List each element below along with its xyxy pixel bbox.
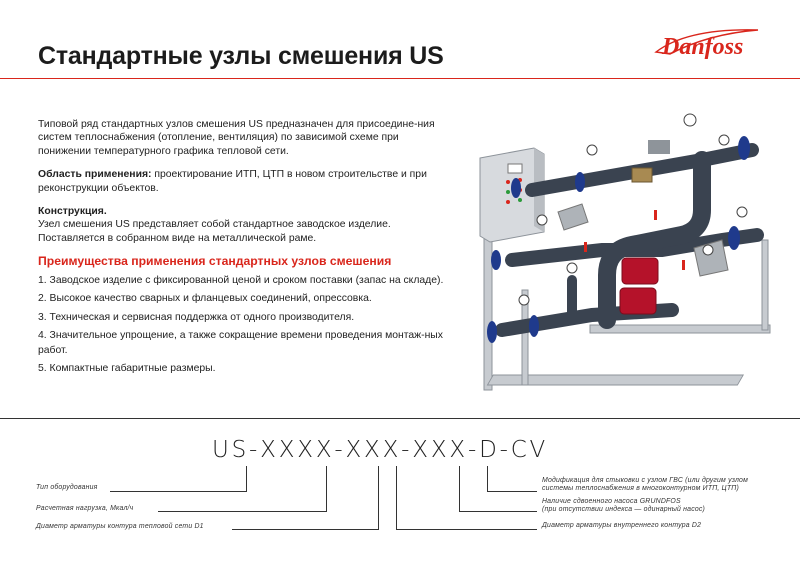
code-segment: CV [510, 437, 549, 463]
code-separator: - [499, 437, 511, 463]
label-equipment-type: Тип оборудования [36, 484, 98, 491]
application-label: Область применения: [38, 169, 152, 181]
leader-design-load [158, 466, 327, 512]
code-separator: - [334, 437, 346, 463]
description-block: Типовой ряд стандартных узлов смешения U… [38, 118, 448, 381]
header-divider [0, 78, 800, 79]
control-cabinet [479, 147, 545, 243]
label-modification-line2: системы теплоснабжения в многоконтурном … [542, 485, 739, 492]
danfoss-logo: Danfoss [654, 29, 759, 60]
intro-paragraph: Типовой ряд стандартных узлов смешения U… [38, 119, 435, 157]
label-valve-d1: Диаметр арматуры контура тепловой сети D… [36, 523, 204, 530]
advantages-list: 1. Заводское изделие с фиксированной цен… [38, 274, 448, 377]
code-segment: D [479, 437, 500, 463]
code-segment: XXXX [260, 437, 335, 463]
advantage-item: 2. Высокое качество сварных и фланцевых … [38, 293, 372, 305]
code-separator: - [401, 437, 413, 463]
code-segment: XXX [412, 437, 468, 463]
page-title: Стандартные узлы смешения US [38, 42, 444, 70]
leader-valve-d2 [396, 466, 537, 530]
construction-paragraph: Конструкция.Узел смешения US представляе… [38, 205, 448, 245]
label-valve-d2: Диаметр арматуры внутреннего контура D2 [542, 522, 702, 529]
advantage-item: 1. Заводское изделие с фиксированной цен… [38, 274, 444, 286]
code-segment: US [212, 437, 250, 463]
leader-modification [487, 466, 537, 492]
label-pump-line2: (при отсутствии индекса — одинарный насо… [542, 506, 706, 513]
mixing-unit-illustration [479, 113, 771, 391]
label-modification-line1: Модификация для стыковки с узлом ГВС (ил… [542, 477, 749, 484]
leader-pump [459, 466, 537, 512]
advantage-item: 5. Компактные габаритные размеры. [38, 363, 216, 375]
leader-valve-d1 [232, 466, 379, 530]
advantage-item: 4. Значительное упрощение, а также сокра… [38, 330, 443, 356]
model-code: US-XXXX-XXX-XXX-D-CV [212, 437, 548, 463]
code-segment: XXX [345, 437, 402, 463]
construction-text: Узел смешения US представляет собой стан… [38, 219, 391, 244]
application-paragraph: Область применения: проектирование ИТП, … [38, 168, 448, 195]
label-pump-line1: Наличие сдвоенного насоса GRUNDFOS [542, 498, 681, 505]
advantage-item: 3. Техническая и сервисная поддержка от … [38, 311, 355, 323]
application-text: проектирование ИТП, ЦТП в новом строител… [38, 169, 427, 194]
leader-equipment-type [110, 466, 247, 492]
code-separator: - [467, 437, 480, 463]
logo-wordmark: Danfoss [661, 34, 743, 60]
label-design-load: Расчетная нагрузка, Мкал/ч [36, 505, 134, 512]
advantages-title: Преимущества применения стандартных узло… [38, 254, 392, 269]
construction-label: Конструкция. [38, 206, 107, 218]
code-separator: - [249, 437, 261, 463]
section-divider [0, 418, 800, 419]
